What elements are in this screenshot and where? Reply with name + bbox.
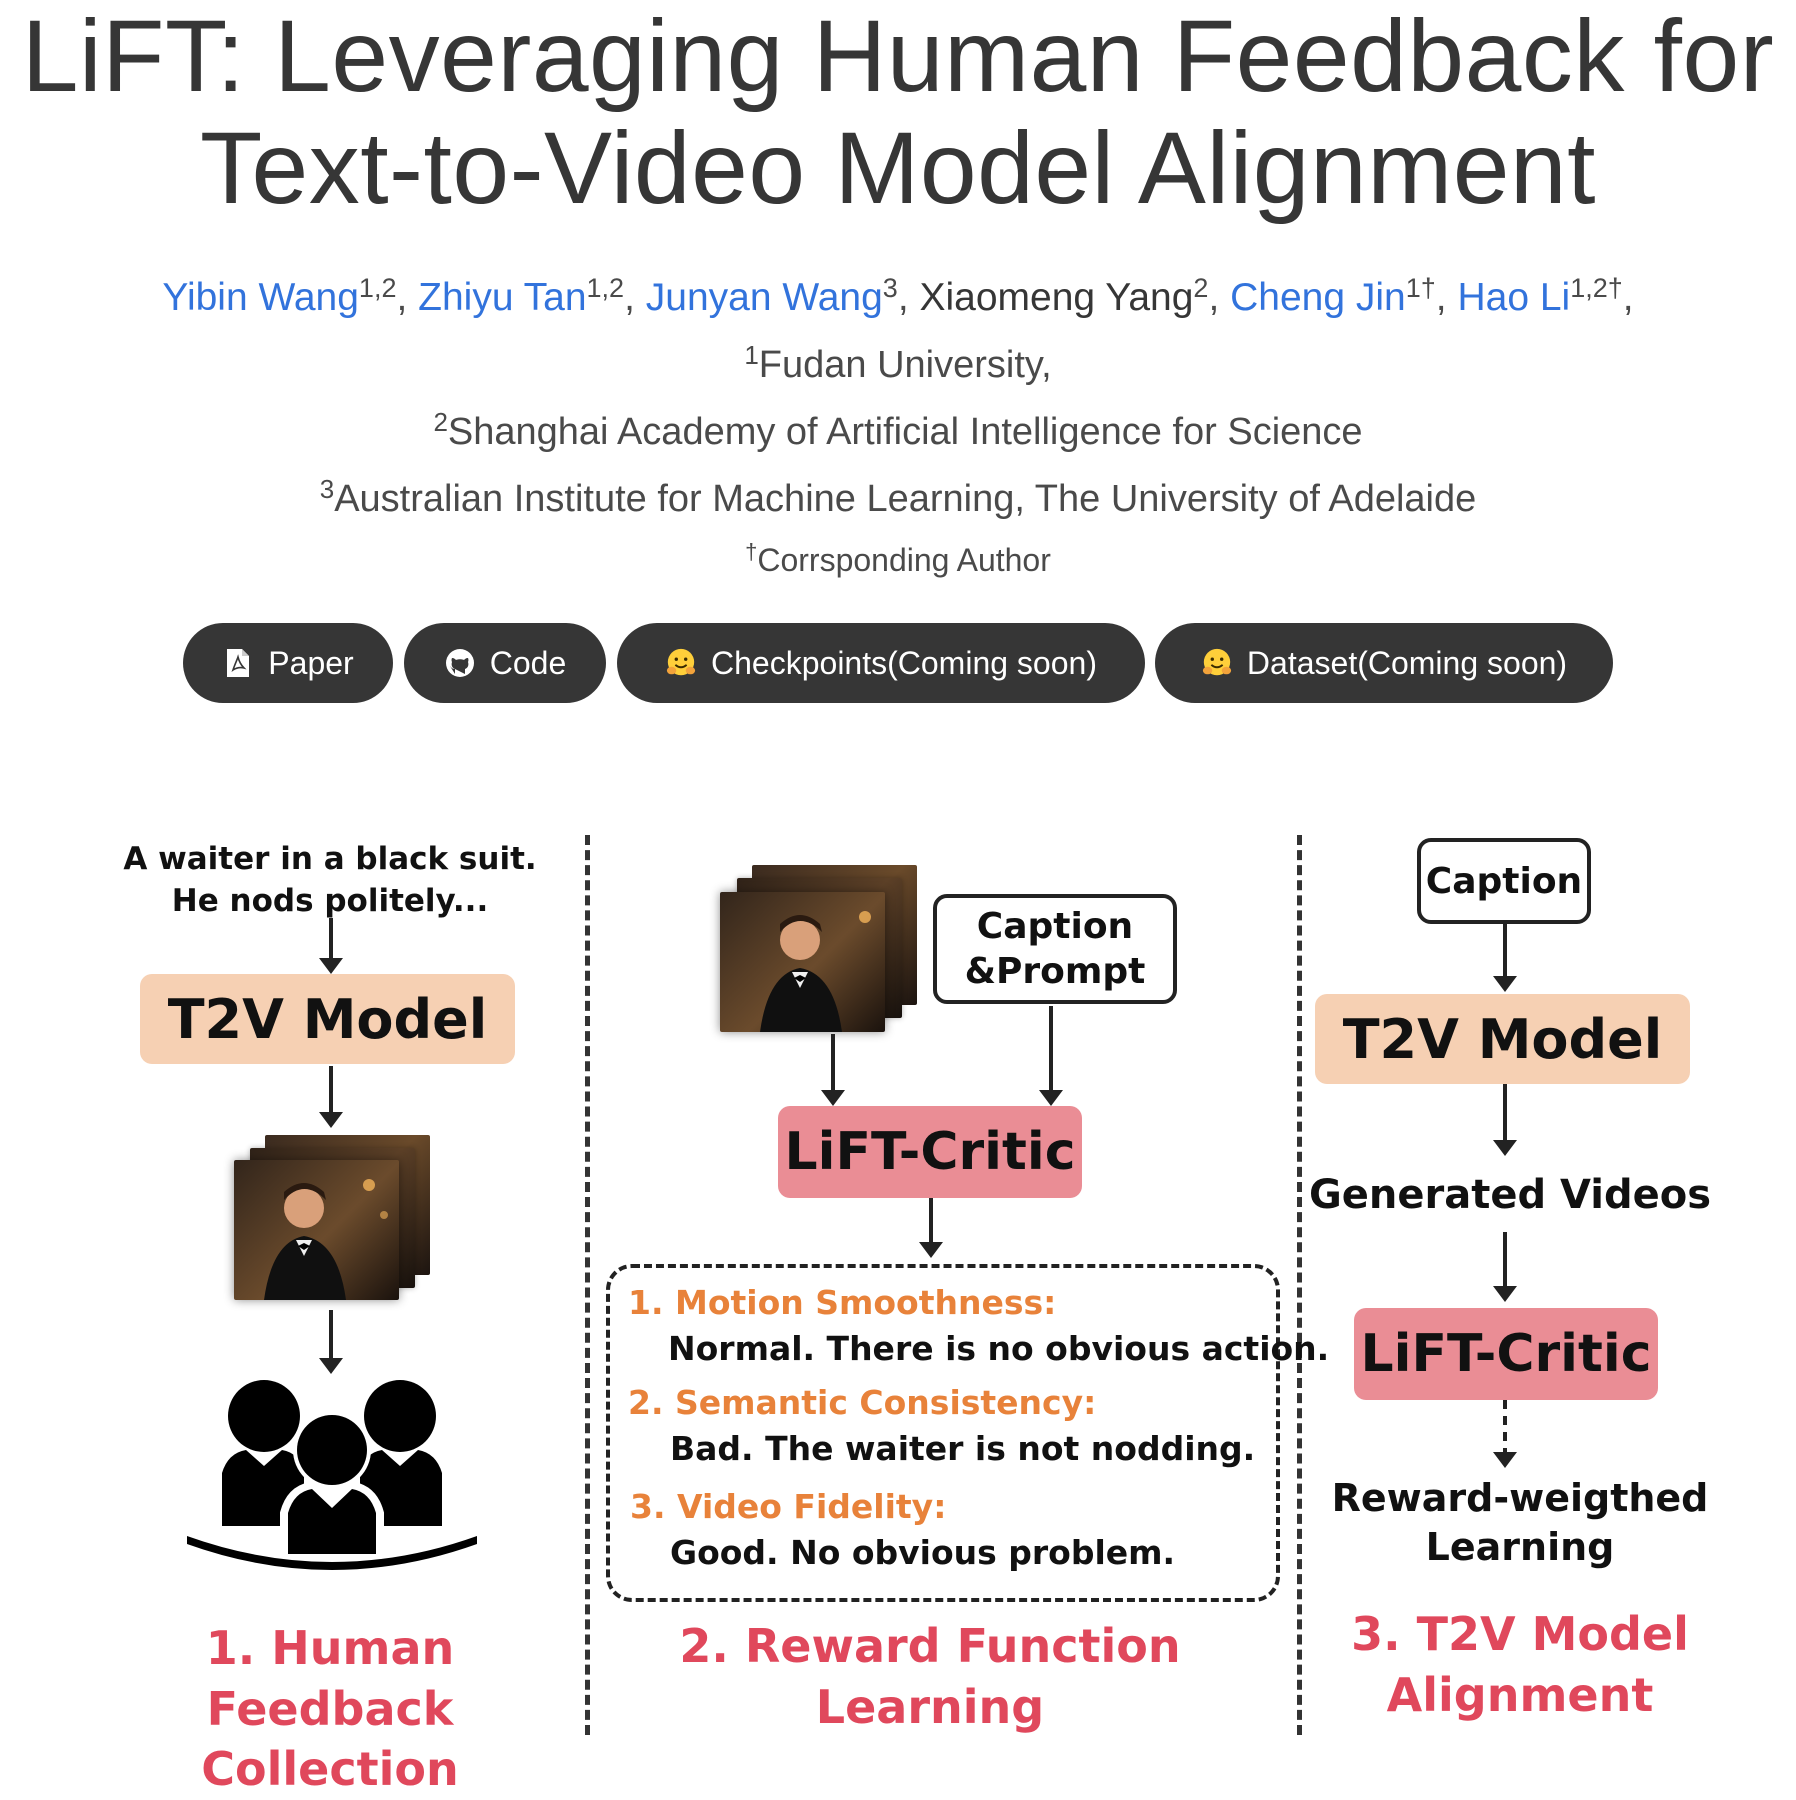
code-button[interactable]: Code bbox=[404, 623, 606, 703]
stage-separator bbox=[585, 835, 590, 1735]
arrow-down-icon bbox=[821, 1034, 845, 1106]
affiliation: 3Australian Institute for Machine Learni… bbox=[319, 474, 1477, 520]
dataset-button[interactable]: Dataset(Coming soon) bbox=[1155, 623, 1613, 703]
feedback-head: 3. Video Fidelity: bbox=[630, 1487, 947, 1526]
hugging-face-icon bbox=[1201, 647, 1233, 679]
human-annotators-icon bbox=[187, 1380, 477, 1570]
dataset-button-label: Dataset(Coming soon) bbox=[1246, 644, 1568, 681]
affiliation: 2Shanghai Academy of Artificial Intellig… bbox=[433, 407, 1363, 453]
t2v-model-box: T2V Model bbox=[140, 974, 515, 1064]
stage3-label: 3. T2V Model Alignment bbox=[1351, 1607, 1689, 1722]
feedback-head: 1. Motion Smoothness: bbox=[628, 1283, 1057, 1322]
arrow-down-icon bbox=[1493, 1232, 1517, 1302]
video-frame-front bbox=[720, 892, 885, 1032]
stage2-label: 2. Reward Function Learning bbox=[679, 1619, 1181, 1734]
feedback-head: 2. Semantic Consistency: bbox=[628, 1383, 1097, 1422]
code-button-label: Code bbox=[489, 644, 567, 681]
hugging-face-icon bbox=[665, 647, 697, 679]
github-icon bbox=[444, 647, 476, 679]
author-link[interactable]: Cheng Jin bbox=[1230, 276, 1406, 319]
waiter-image bbox=[264, 1179, 388, 1300]
feedback-body: Bad. The waiter is not nodding. bbox=[670, 1429, 1256, 1468]
stage1-label: 1. Human Feedback Collection bbox=[201, 1621, 459, 1797]
generated-videos-label: Generated Videos bbox=[1308, 1172, 1712, 1218]
page-title-line2: Text-to-Video Model Alignment bbox=[199, 111, 1597, 225]
dashed-arrow-down-icon bbox=[1493, 1400, 1517, 1468]
checkpoints-button-label: Checkpoints(Coming soon) bbox=[711, 644, 1097, 681]
lift-critic-box: LiFT-Critic bbox=[778, 1106, 1082, 1198]
caption-prompt-box: Caption&Prompt bbox=[933, 894, 1177, 1004]
feedback-body: Normal. There is no obvious action. bbox=[668, 1329, 1330, 1368]
author-link[interactable]: Junyan Wang bbox=[645, 276, 883, 319]
page-title-line1: LiFT: Leveraging Human Feedback for bbox=[21, 0, 1775, 113]
feedback-body: Good. No obvious problem. bbox=[670, 1533, 1176, 1572]
author-name: Xiaomeng Yang bbox=[919, 276, 1194, 319]
stage-separator bbox=[1297, 835, 1302, 1735]
author-link[interactable]: Hao Li bbox=[1457, 276, 1571, 319]
critic-feedback-box bbox=[606, 1264, 1280, 1602]
t2v-model-box: T2V Model bbox=[1315, 994, 1690, 1084]
arrow-down-icon bbox=[1493, 1084, 1517, 1156]
pdf-icon bbox=[222, 647, 254, 679]
arrow-down-icon bbox=[319, 1310, 343, 1374]
waiter-image bbox=[760, 911, 871, 1032]
arrow-down-icon bbox=[1039, 1006, 1063, 1106]
stage1-prompt: A waiter in a black suit. He nods polite… bbox=[123, 841, 537, 920]
author-link[interactable]: Zhiyu Tan bbox=[418, 276, 587, 319]
checkpoints-button[interactable]: Checkpoints(Coming soon) bbox=[617, 623, 1145, 703]
lift-critic-box: LiFT-Critic bbox=[1354, 1308, 1658, 1400]
corresponding-author-note: †Corrsponding Author bbox=[745, 539, 1051, 579]
reward-weighted-learning-label: Reward-weigthed Learning bbox=[1331, 1476, 1709, 1570]
arrow-down-icon bbox=[1493, 924, 1517, 992]
paper-button[interactable]: Paper bbox=[183, 623, 393, 703]
author-link[interactable]: Yibin Wang bbox=[162, 276, 359, 319]
arrow-down-icon bbox=[319, 918, 343, 974]
arrow-down-icon bbox=[319, 1066, 343, 1128]
arrow-down-icon bbox=[919, 1198, 943, 1258]
affiliation: 1Fudan University, bbox=[744, 340, 1052, 386]
author-list: Yibin Wang1,2, Zhiyu Tan1,2, Junyan Wang… bbox=[162, 273, 1634, 320]
caption-box: Caption bbox=[1417, 838, 1591, 924]
video-frame-front bbox=[234, 1160, 399, 1300]
paper-button-label: Paper bbox=[268, 644, 354, 681]
